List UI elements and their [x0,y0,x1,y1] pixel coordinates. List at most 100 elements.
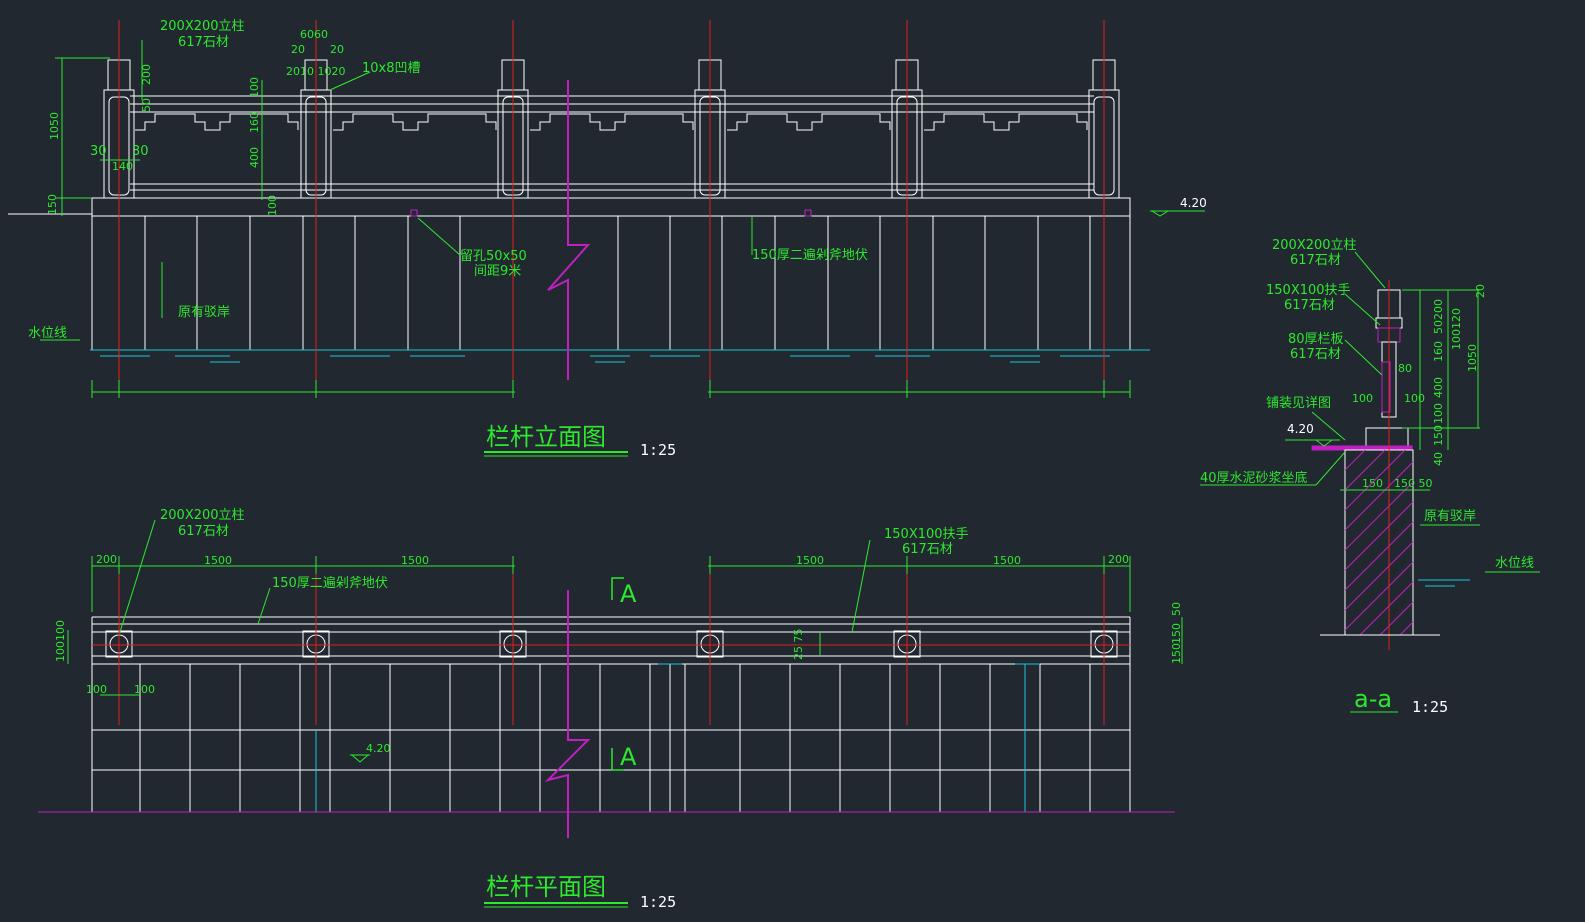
section-scale: 1:25 [1412,698,1448,716]
plan-dim-100b: 100 [134,683,155,696]
plan-level: 4.20 [366,742,391,755]
sec-paving-label: 铺装见详图 [1266,396,1331,411]
sec-post-label-1: 200X200立柱 [1272,238,1357,253]
hole-1 [410,209,418,217]
elev-dim-160: 160 [248,112,261,133]
plan-dim-150b: 150 [1170,643,1183,664]
plan-dim-1500d: 1500 [993,554,1021,567]
section-title: a-a [1354,685,1392,713]
elevation-labels: 200X200立柱 617石材 6060 20 20 2010 1020 10x… [28,19,1207,459]
plan-section-mark-a2: A [620,743,637,771]
elev-dim-30b: 30 [132,144,149,159]
plan-post-label-1: 200X200立柱 [160,508,245,523]
elev-dim-6060: 6060 [300,28,328,41]
sec-level: 4.20 [1287,422,1314,436]
sec-post-label-2: 617石材 [1290,253,1341,268]
plan-dim-50: 50 [1170,602,1183,616]
plan-dims [67,519,1183,763]
elev-dim-30a: 30 [90,144,107,159]
section-labels: 200X200立柱 617石材 150X100扶手 617石材 80厚栏板 61… [1200,238,1534,716]
plan-dim-200b: 200 [1108,553,1129,566]
plan-paving-label: 150厚二遍剁斧地伏 [272,575,388,591]
sec-dim-50: 50 [1432,320,1445,334]
plan-rail-label-1: 150X100扶手 [884,527,969,542]
elev-dim-20a: 20 [291,43,305,56]
elevation-axes [118,20,1105,390]
elev-dim-140: 140 [112,160,133,173]
elev-post-label-2: 617石材 [178,35,229,50]
elev-dim-20b: 20 [330,43,344,56]
panel-ornament [135,113,1088,131]
plan-dim-1500c: 1500 [796,554,824,567]
elev-dim-201020: 2010 1020 [286,65,346,78]
water-hatch [100,355,1110,363]
sec-dim-15050: 150 50 [1394,477,1433,490]
plan-view [38,519,1183,838]
elev-dim-400: 400 [248,147,261,168]
elev-dim-200: 200 [140,64,153,85]
plan-dim-100100: 100100 [54,620,67,662]
sec-dim-20: 20 [1474,284,1487,298]
elev-water-label: 水位线 [28,326,67,341]
plan-break-line [544,590,591,838]
elev-bank-label: 原有驳岸 [178,305,230,320]
sec-bank-label: 原有驳岸 [1424,509,1476,524]
plan-scale: 1:25 [640,893,676,911]
plan-dim-200a: 200 [96,553,117,566]
section-arrow-bottom [611,748,624,771]
plan-dim-1500b: 1500 [401,554,429,567]
bank-joints [144,216,1091,350]
plan-cyan-lines [315,663,1040,812]
elev-paving-label: 150厚二遍剁斧地伏 [752,247,868,263]
elev-hole-label-2: 间距9米 [474,264,521,279]
plan-dim-2575: 25 75 [792,629,805,661]
elevation-left-dims [40,40,753,341]
sec-water-label: 水位线 [1495,556,1534,571]
elev-dim-1050: 1050 [48,112,61,140]
sec-dim-150: 150 [1432,425,1445,446]
section-hatch [1344,449,1414,636]
sec-dim-400: 400 [1432,377,1445,398]
plan-section-mark-a1: A [620,580,637,608]
elev-groove-label: 10x8凹槽 [362,61,421,76]
plan-title: 栏杆平面图 [486,873,606,901]
plan-post-label-2: 617石材 [178,524,229,539]
sec-dim-40: 40 [1432,452,1445,466]
sec-rail-label-1: 150X100扶手 [1266,283,1351,298]
elev-dim-100b: 100 [266,195,279,216]
hole-2 [804,209,812,217]
elevation-title: 栏杆立面图 [486,423,606,451]
sec-panel-label-2: 617石材 [1290,347,1341,362]
sec-dim-160: 160 [1432,341,1445,362]
elevation-break-line [547,80,591,380]
elevation-base-beam [91,197,1131,217]
sec-dim-100r: 100 [1404,392,1425,405]
plan-dim-1500a: 1500 [204,554,232,567]
sec-dim-100l: 100 [1352,392,1373,405]
plan-dim-100: 100 [86,683,107,696]
elev-post-label-1: 200X200立柱 [160,19,245,34]
level-marker [1150,210,1205,217]
sec-dim-1050: 1050 [1466,344,1479,372]
section-dims [1200,251,1540,713]
elev-hole-label-1: 留孔50x50 [460,249,527,264]
section-view [1200,251,1540,713]
plan-labels: 200X200立柱 617石材 150厚二遍剁斧地伏 150X100扶手 617… [54,508,1183,911]
elevation-view [8,20,1205,398]
plan-axes [118,565,1105,725]
sec-mortar-label: 40厚水泥砂浆坐底 [1200,470,1308,486]
plan-posts [105,630,1118,658]
sec-dim-150b: 150 [1362,477,1383,490]
elev-dim-100: 100 [248,77,261,98]
plan-dim-150a: 150 [1170,623,1183,644]
sec-dim-100120: 100120 [1450,308,1463,350]
plan-grid [92,664,1130,812]
sec-dim-100: 100 [1432,403,1445,424]
plan-rail-label-2: 617石材 [902,542,953,557]
elevation-scale: 1:25 [640,441,676,459]
elev-dim-150: 150 [46,194,59,215]
elevation-bottom-dim [91,380,1131,398]
sec-dim-80: 80 [1398,362,1412,375]
section-arrow-top [611,577,624,600]
